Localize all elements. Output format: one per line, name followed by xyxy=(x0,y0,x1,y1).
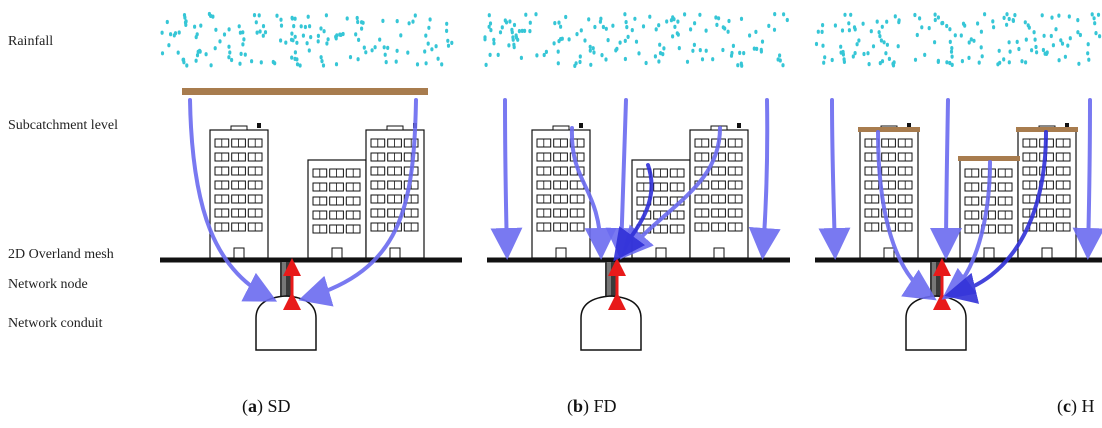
caption-c-name: H xyxy=(1081,396,1095,416)
network-conduit xyxy=(580,295,642,351)
building xyxy=(531,123,591,259)
building xyxy=(307,159,367,259)
subcatchment-roof xyxy=(958,156,1020,161)
flow-arrow xyxy=(188,98,278,302)
caption-b-letter: b xyxy=(573,396,584,416)
rainfall-drops xyxy=(814,12,1102,68)
caption-a: (a) SD xyxy=(242,396,291,416)
subcatchment-roof xyxy=(858,127,920,132)
building xyxy=(859,123,919,259)
flow-arrow xyxy=(944,130,1048,304)
building xyxy=(1017,123,1077,259)
building xyxy=(631,159,691,259)
caption-a-letter: a xyxy=(248,396,257,416)
caption-c: (c) H xyxy=(1057,396,1095,416)
rainfall-drops xyxy=(160,11,454,68)
building xyxy=(365,123,425,259)
caption-b: (b) FD xyxy=(567,396,617,416)
flow-arrow xyxy=(490,98,523,260)
network-conduit xyxy=(905,295,967,351)
subcatchment-roof xyxy=(1016,127,1078,132)
building xyxy=(209,123,269,259)
label-subcatchment-level: Subcatchment level xyxy=(8,118,119,133)
flow-arrow xyxy=(930,98,963,260)
flow-arrow xyxy=(818,98,851,260)
label-rainfall: Rainfall xyxy=(8,34,54,49)
caption-b-name: FD xyxy=(593,396,617,416)
flow-arrow xyxy=(605,98,638,260)
panel-c xyxy=(814,12,1102,351)
flow-arrow xyxy=(748,98,781,260)
building xyxy=(689,123,749,259)
flow-arrow xyxy=(298,98,418,307)
flow-arrow xyxy=(1072,98,1102,260)
panel-a xyxy=(160,11,462,351)
rainfall-drops xyxy=(483,12,789,68)
subcatchment-roof xyxy=(182,88,428,95)
panel-b xyxy=(483,12,790,351)
flow-arrow xyxy=(876,130,937,301)
label-2d-overland-mesh: 2D Overland mesh xyxy=(8,247,114,262)
flow-arrow xyxy=(613,163,654,262)
flow-arrow xyxy=(569,126,617,260)
label-network-conduit: Network conduit xyxy=(8,316,103,331)
caption-a-name: SD xyxy=(267,396,291,416)
network-conduit xyxy=(255,295,317,351)
caption-c-letter: c xyxy=(1063,396,1071,416)
label-network-node: Network node xyxy=(8,277,88,292)
